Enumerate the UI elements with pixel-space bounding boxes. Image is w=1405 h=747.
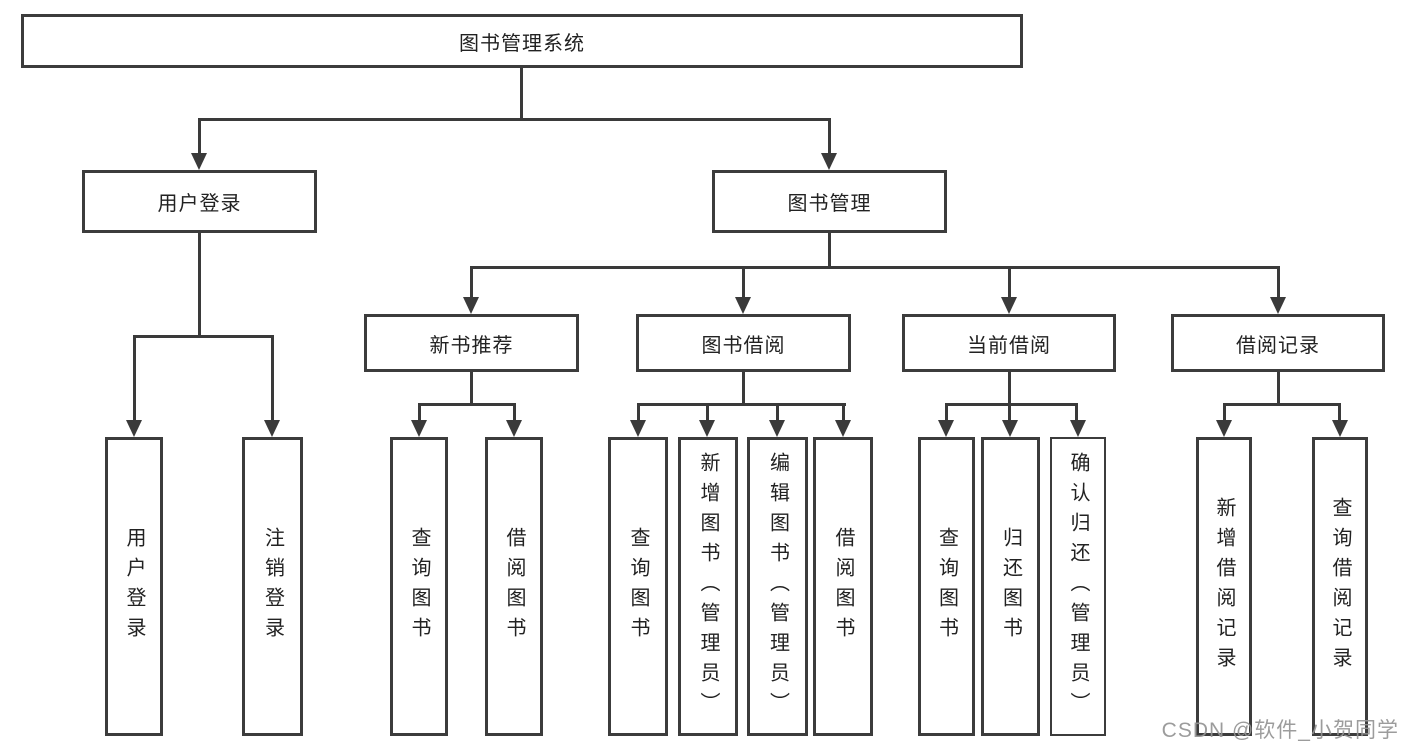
node-label: 新增借阅记录: [1213, 496, 1235, 677]
node-label: 当前借阅: [967, 334, 1051, 357]
node-library-management-system: 图书管理系统: [21, 14, 1023, 68]
connector-line: [1277, 372, 1280, 405]
connector-line: [418, 403, 516, 406]
node-label: 查询图书: [935, 526, 958, 647]
node-label: 新增图书（管理员）: [697, 451, 719, 722]
node-label: 用户登录: [157, 193, 242, 215]
connector-line: [828, 118, 831, 156]
connector-line: [1223, 403, 1226, 422]
connector-line: [637, 403, 640, 422]
node-label: 归还图书: [999, 526, 1022, 647]
node-label: 借阅图书: [503, 526, 525, 647]
arrowhead-icon: [1216, 420, 1232, 437]
connector-line: [1008, 403, 1011, 422]
connector-line: [1075, 403, 1078, 422]
connector-line: [742, 266, 745, 299]
arrowhead-icon: [463, 297, 479, 314]
node-book-borrow: 图书借阅: [636, 314, 851, 372]
connector-line: [513, 403, 516, 422]
node-label: 查询图书: [408, 526, 430, 647]
node-label: 编辑图书（管理员）: [766, 451, 789, 722]
arrowhead-icon: [835, 420, 851, 437]
connector-line: [470, 372, 473, 405]
connector-line: [1338, 403, 1341, 422]
node-label: 图书借阅: [701, 334, 786, 357]
connector-line: [1008, 266, 1011, 299]
connector-line: [1277, 266, 1280, 299]
arrowhead-icon: [1270, 297, 1286, 314]
leaf-borrow-books-recommend: 借阅图书: [485, 437, 543, 736]
connector-line: [776, 403, 779, 422]
connector-line: [133, 335, 274, 338]
arrowhead-icon: [1002, 420, 1018, 437]
arrowhead-icon: [1332, 420, 1348, 437]
arrowhead-icon: [126, 420, 142, 437]
arrowhead-icon: [769, 420, 785, 437]
leaf-add-books-admin: 新增图书（管理员）: [678, 437, 738, 736]
arrowhead-icon: [264, 420, 280, 437]
leaf-add-borrow-record: 新增借阅记录: [1196, 437, 1252, 736]
leaf-borrow-books: 借阅图书: [813, 437, 873, 736]
connector-line: [271, 335, 274, 422]
node-label: 查询图书: [627, 526, 649, 647]
leaf-logout: 注销登录: [242, 437, 303, 736]
arrowhead-icon: [699, 420, 715, 437]
connector-line: [198, 233, 201, 335]
leaf-return-books: 归还图书: [981, 437, 1040, 736]
leaf-confirm-return-admin: 确认归还（管理员）: [1050, 437, 1106, 736]
connector-line: [1008, 372, 1011, 405]
arrowhead-icon: [1070, 420, 1086, 437]
leaf-query-books-recommend: 查询图书: [390, 437, 448, 736]
connector-line: [842, 403, 845, 422]
connector-line: [520, 68, 523, 121]
node-label: 借阅记录: [1236, 334, 1320, 357]
node-label: 借阅图书: [832, 526, 854, 647]
node-label: 图书管理系统: [459, 32, 585, 55]
arrowhead-icon: [191, 153, 207, 170]
node-label: 用户登录: [123, 526, 145, 647]
node-new-book-recommend: 新书推荐: [364, 314, 579, 372]
leaf-user-login: 用户登录: [105, 437, 163, 736]
arrowhead-icon: [506, 420, 522, 437]
connector-line: [470, 266, 1280, 269]
connector-line: [470, 266, 473, 299]
node-borrow-records: 借阅记录: [1171, 314, 1385, 372]
connector-line: [742, 372, 745, 405]
connector-line: [133, 335, 136, 422]
leaf-query-books-current: 查询图书: [918, 437, 975, 736]
arrowhead-icon: [630, 420, 646, 437]
csdn-watermark: CSDN @软件_小贺同学: [1161, 719, 1399, 742]
arrowhead-icon: [411, 420, 427, 437]
connector-line: [198, 118, 831, 121]
connector-line: [198, 118, 201, 156]
connector-line: [945, 403, 948, 422]
connector-line: [418, 403, 421, 422]
connector-line: [945, 403, 1078, 406]
connector-line: [706, 403, 709, 422]
arrowhead-icon: [821, 153, 837, 170]
node-label: 新书推荐: [429, 334, 514, 357]
node-user-login: 用户登录: [82, 170, 317, 233]
connector-line: [1223, 403, 1341, 406]
arrowhead-icon: [735, 297, 751, 314]
arrowhead-icon: [938, 420, 954, 437]
node-label: 注销登录: [261, 526, 284, 647]
arrowhead-icon: [1001, 297, 1017, 314]
node-label: 确认归还（管理员）: [1067, 451, 1089, 722]
connector-line: [637, 403, 846, 406]
leaf-query-books-borrow: 查询图书: [608, 437, 668, 736]
node-label: 图书管理: [787, 193, 872, 215]
node-current-borrow: 当前借阅: [902, 314, 1116, 372]
leaf-edit-books-admin: 编辑图书（管理员）: [747, 437, 808, 736]
leaf-query-borrow-record: 查询借阅记录: [1312, 437, 1368, 736]
node-label: 查询借阅记录: [1329, 496, 1351, 677]
node-book-management: 图书管理: [712, 170, 947, 233]
connector-line: [828, 233, 831, 269]
